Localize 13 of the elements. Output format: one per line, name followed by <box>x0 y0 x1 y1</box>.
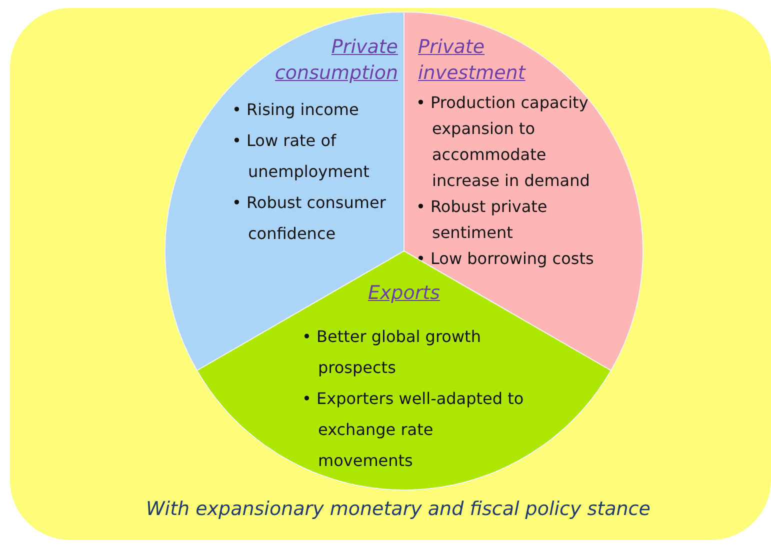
bullet-item: • Robust consumer confidence <box>232 192 387 245</box>
bullet-item: • Robust private sentiment <box>416 196 548 244</box>
bullet-item: • Low borrowing costs <box>416 248 595 270</box>
bullet-item: • Exporters well-adapted to exchange rate movements <box>302 388 525 472</box>
bullet-item: • Better global growth prospects <box>302 326 482 379</box>
bullet-item: • Low rate of unemployment <box>232 130 370 183</box>
bullet-item: • Production capacity expansion to accommodate increase in demand <box>416 92 591 192</box>
background-panel <box>10 8 771 540</box>
bullet-item: • Rising income <box>232 99 360 121</box>
caption-text: With expansionary monetary and fiscal policy stance <box>146 498 650 520</box>
sector-heading: Exports <box>366 281 442 306</box>
sector-heading: Private consumption <box>274 35 398 86</box>
sector-heading: Private investment <box>418 35 527 86</box>
